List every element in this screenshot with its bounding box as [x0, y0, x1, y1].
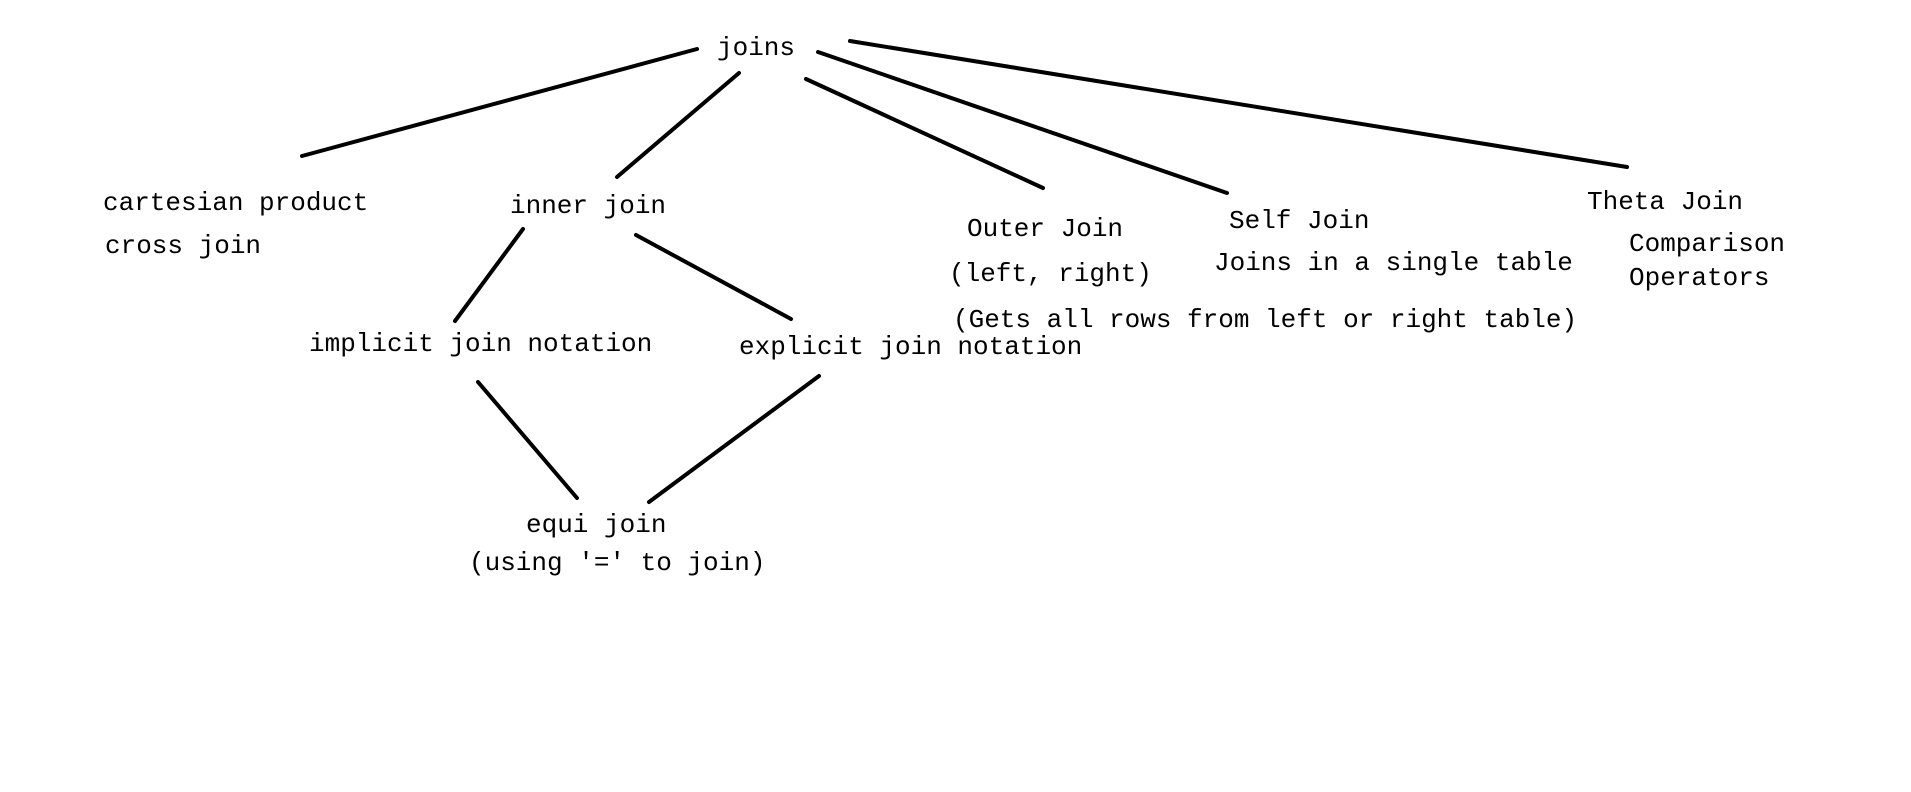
node-equi-join-note: (using '=' to join) — [469, 548, 765, 578]
node-inner-join: inner join — [510, 191, 666, 221]
edge-joins-outer — [804, 77, 1045, 190]
edge-joins-self — [816, 50, 1229, 195]
node-implicit-join-notation: implicit join notation — [309, 329, 652, 359]
node-self-join: Self Join — [1229, 206, 1369, 236]
node-self-join-note: Joins in a single table — [1214, 248, 1573, 278]
node-outer-join-note: (Gets all rows from left or right table) — [953, 305, 1577, 335]
node-explicit-join-notation: explicit join notation — [739, 332, 1082, 362]
edge-explicit-equi — [647, 374, 821, 504]
node-equi-join: equi join — [526, 510, 666, 540]
edge-joins-theta — [848, 39, 1629, 169]
node-theta-join-note-2: Operators — [1629, 263, 1769, 293]
edge-inner-explicit — [634, 233, 793, 321]
node-outer-join-types: (left, right) — [949, 259, 1152, 289]
node-outer-join: Outer Join — [967, 214, 1123, 244]
node-cartesian-product: cartesian product — [103, 188, 368, 218]
node-theta-join: Theta Join — [1587, 187, 1743, 217]
edge-joins-inner — [615, 71, 741, 179]
edge-implicit-equi — [476, 380, 579, 500]
edge-inner-implicit — [453, 227, 525, 323]
node-theta-join-note-1: Comparison — [1629, 229, 1785, 259]
node-cross-join: cross join — [105, 231, 261, 261]
node-joins: joins — [717, 33, 795, 63]
edge-joins-cartesian — [300, 47, 699, 158]
